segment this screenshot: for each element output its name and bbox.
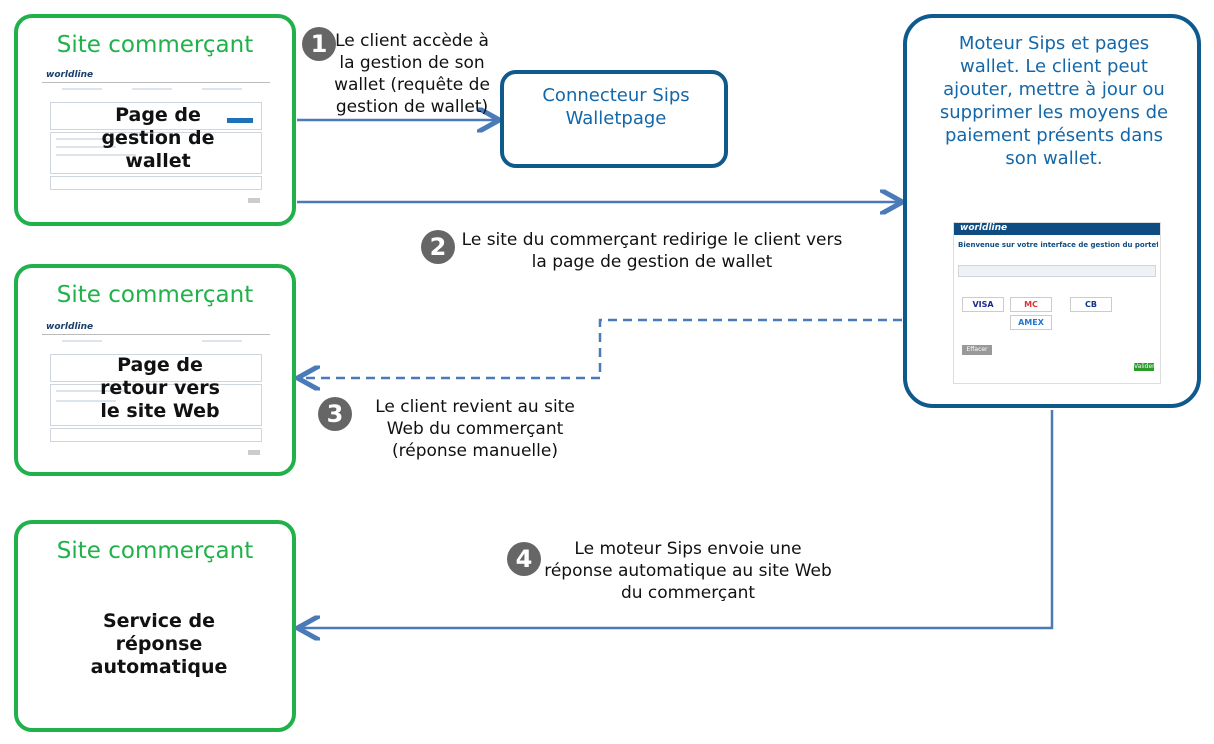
card-cb[interactable]: CB <box>1070 297 1112 312</box>
merchant-title: Site commerçant <box>56 282 254 308</box>
arrow-4 <box>300 410 1054 628</box>
worldline-logo: worldline <box>46 322 94 332</box>
engine-text: Moteur Sips et pages wallet. Le client p… <box>939 33 1169 169</box>
step-1-text: Le client accède à la gestion de son wal… <box>334 31 490 117</box>
connector-box: Connecteur Sips Walletpage <box>500 70 728 168</box>
step-1-circle: 1 <box>302 27 336 61</box>
worldline-logo: worldline <box>960 223 1008 233</box>
step-2-circle: 2 <box>421 230 455 264</box>
box-label-auto: Service de réponse automatique <box>90 610 228 678</box>
wallet-screenshot: worldline Bienvenue sur votre interface … <box>953 222 1161 384</box>
step-3-text: Le client revient au site Web du commerç… <box>375 397 575 461</box>
box-label-wallet: Page de gestion de wallet <box>101 104 215 172</box>
mini-screenshot: worldline <box>42 320 270 462</box>
ok-button[interactable]: Valider <box>1134 363 1155 371</box>
connector-label: Connecteur Sips Walletpage <box>542 85 690 129</box>
card-amex[interactable]: AMEX <box>1010 315 1052 330</box>
card-mastercard[interactable]: MC <box>1010 297 1052 312</box>
merchant-title: Site commerçant <box>56 32 254 58</box>
delete-button[interactable]: Effacer <box>962 345 992 355</box>
step-2-text: Le site du commerçant redirige le client… <box>461 230 843 272</box>
wallet-heading: Bienvenue sur votre interface de gestion… <box>958 241 1158 249</box>
step-4-text: Le moteur Sips envoie une réponse automa… <box>544 539 832 603</box>
merchant-box-auto: Site commerçant Service de réponse autom… <box>14 520 296 732</box>
sips-engine-box: Moteur Sips et pages wallet. Le client p… <box>903 14 1201 408</box>
merchant-title: Site commerçant <box>56 538 254 564</box>
arrow-3 <box>300 318 902 378</box>
step-4-circle: 4 <box>507 542 541 576</box>
mini-screenshot: worldline <box>42 68 270 210</box>
merchant-box-return: Site commerçant worldline Page de retour… <box>14 264 296 476</box>
merchant-box-wallet: Site commerçant worldline Page de gestio… <box>14 14 296 226</box>
box-label-return: Page de retour vers le site Web <box>100 354 220 422</box>
step-3-circle: 3 <box>318 397 352 431</box>
card-visa[interactable]: VISA <box>962 297 1004 312</box>
worldline-logo: worldline <box>46 70 94 80</box>
